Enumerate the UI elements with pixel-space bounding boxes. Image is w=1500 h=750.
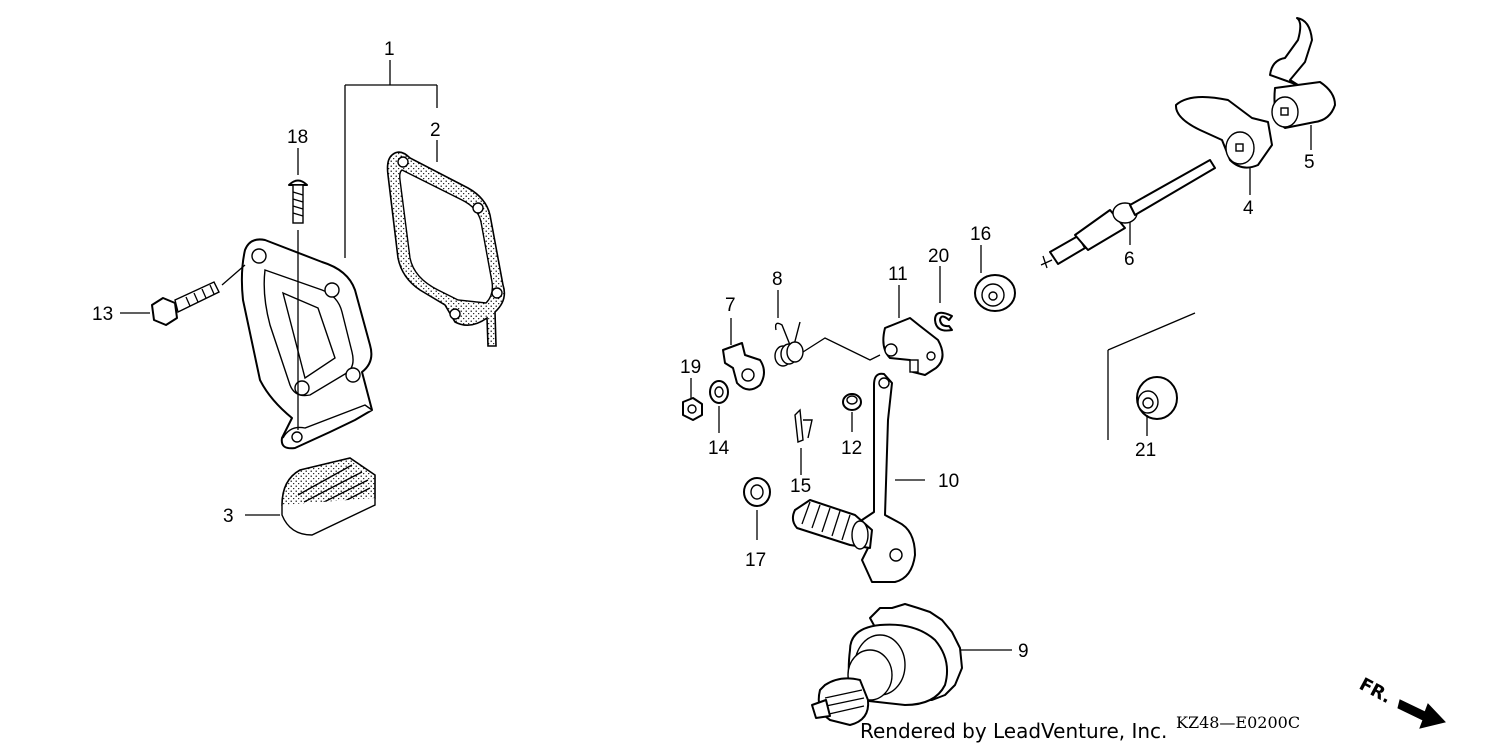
knob-part [1269, 17, 1336, 150]
credit-text: Rendered by LeadVenture, Inc. [860, 719, 1167, 743]
callout-9: 9 [1018, 641, 1029, 662]
callout-19: 19 [680, 357, 701, 378]
shaft-part [1040, 159, 1216, 269]
callout-3: 3 [223, 506, 234, 527]
callout-20: 20 [928, 246, 949, 267]
bearing-part [1107, 312, 1196, 440]
callout-17: 17 [745, 550, 766, 571]
pin-part [794, 408, 813, 475]
callout-labels: 1 2 3 4 5 6 7 8 9 10 11 12 13 14 15 16 1… [92, 39, 1315, 662]
callout-11: 11 [888, 264, 908, 285]
clip-part [934, 266, 953, 332]
callout-6: 6 [1124, 249, 1135, 270]
callout-10: 10 [938, 471, 959, 492]
leader-lines-1 [344, 60, 438, 258]
spring-part [774, 290, 881, 367]
callout-14: 14 [708, 438, 730, 459]
diagram-code: KZ48—E0200C [1176, 713, 1300, 732]
callout-1: 1 [384, 39, 395, 60]
front-label: FR. [1356, 674, 1395, 708]
seal-part [743, 477, 771, 540]
callout-7: 7 [725, 295, 736, 316]
arm-part [882, 285, 944, 376]
callout-16: 16 [970, 224, 991, 245]
callout-13: 13 [92, 304, 113, 325]
knob-part [1174, 95, 1273, 195]
front-direction-indicator: FR. [1356, 674, 1446, 729]
nut-part [682, 378, 703, 421]
washer-part [709, 380, 729, 433]
callout-8: 8 [772, 269, 783, 290]
gasket-part [386, 151, 506, 347]
screw-part [288, 148, 308, 430]
callout-18: 18 [287, 127, 308, 148]
bolt-part [120, 264, 246, 326]
callout-2: 2 [430, 120, 441, 141]
pad-part [245, 457, 376, 536]
gear-part [811, 603, 1012, 726]
callout-15: 15 [790, 476, 811, 497]
plate-part [722, 318, 765, 391]
arrow-icon [1397, 699, 1446, 729]
lever-part [791, 372, 925, 583]
callout-5: 5 [1304, 152, 1315, 173]
callout-4: 4 [1243, 198, 1254, 219]
callout-12: 12 [841, 438, 862, 459]
callout-21: 21 [1135, 440, 1156, 461]
cover-part [240, 238, 373, 450]
collar-part [842, 393, 862, 432]
bearing-part [974, 245, 1016, 312]
